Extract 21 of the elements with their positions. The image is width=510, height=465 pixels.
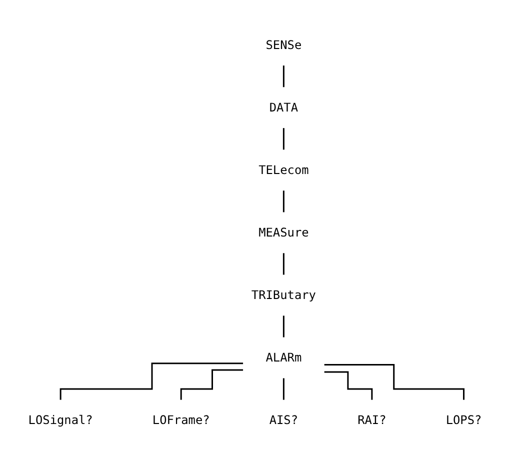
node-text: AIS? (269, 412, 298, 427)
node-text: LOFrame? (152, 412, 210, 427)
node-text: RAI? (358, 412, 386, 427)
connector (60, 362, 244, 401)
node-text: TRIButary (251, 288, 316, 302)
connector (180, 369, 244, 401)
connector (282, 252, 284, 276)
node-text: LOSignal? (28, 412, 93, 427)
node-text: ALARm (266, 350, 302, 364)
connector (282, 376, 284, 401)
node-text: TELecom (258, 162, 309, 177)
connector (282, 126, 284, 151)
node-text: MEASure (258, 225, 309, 240)
connector (324, 364, 465, 401)
connector (282, 64, 284, 88)
connector (324, 371, 373, 401)
node-text: SENSe (266, 37, 302, 52)
connector (282, 189, 284, 214)
node-text: DATA (269, 100, 298, 114)
connector (282, 314, 284, 338)
node-text: LOPS? (446, 412, 482, 427)
